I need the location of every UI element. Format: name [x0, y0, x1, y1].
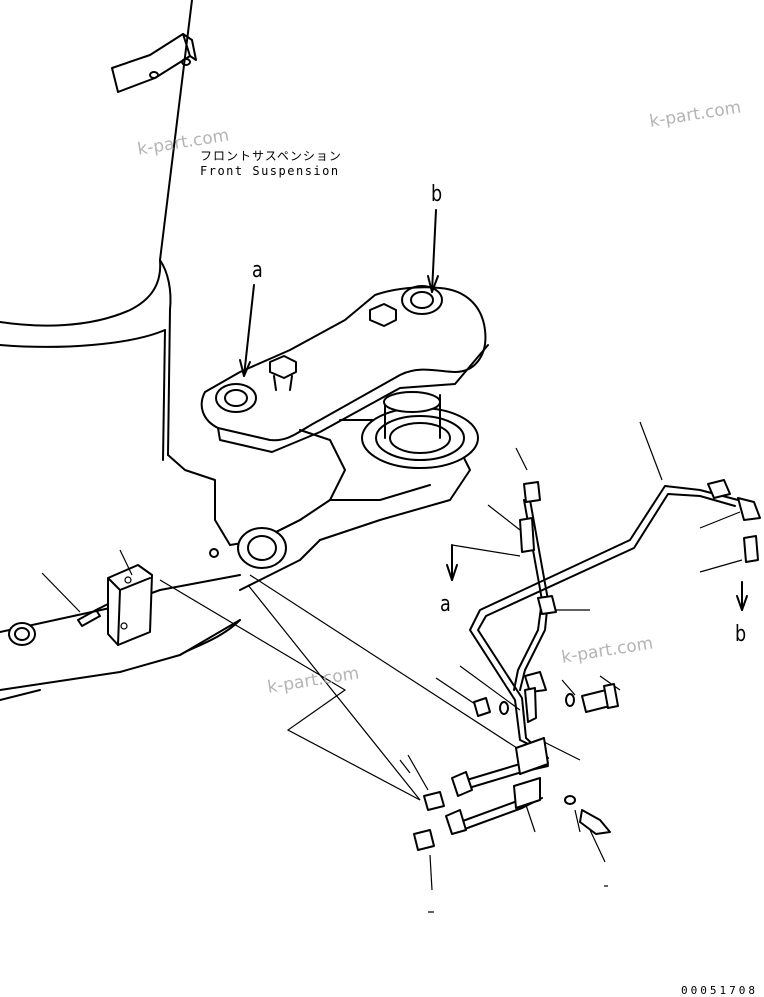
hardware	[413, 683, 619, 851]
tube-fittings	[445, 479, 761, 835]
title-japanese: フロントサスペンション	[200, 149, 342, 163]
title-english: Front Suspension	[200, 164, 340, 178]
mount-block	[107, 564, 153, 646]
ref-label-b-bottom: b	[735, 622, 747, 647]
reference-arrows	[239, 209, 748, 611]
ref-label-b-top: b	[431, 182, 443, 207]
grease-fitting-left	[41, 572, 109, 627]
part-number: 00051708	[681, 984, 758, 997]
leader-lines	[119, 421, 743, 891]
ref-label-a-bottom: a	[440, 592, 451, 617]
ref-label-a-top: a	[252, 258, 263, 283]
pivot-shaft	[361, 391, 479, 469]
strut-cylinder	[0, 0, 193, 461]
arm-pivot	[209, 527, 287, 569]
top-bracket	[111, 33, 197, 93]
tube-lines	[459, 485, 739, 831]
upper-link	[200, 285, 489, 453]
dash-marks	[428, 885, 608, 913]
